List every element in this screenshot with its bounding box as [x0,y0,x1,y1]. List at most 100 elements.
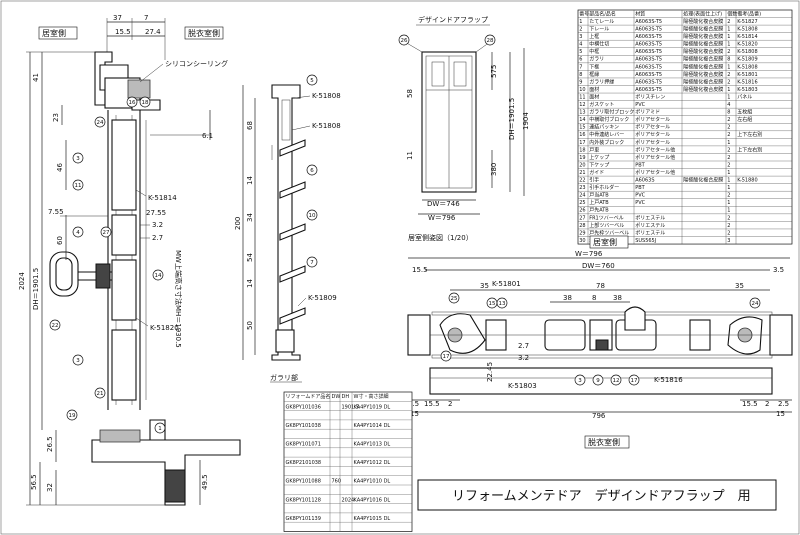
parts-header-col2: 材質 [635,10,645,17]
parts-row-15-col1: 連結パッキン [589,124,619,131]
code-row-3-col3: KA4PY1013 DL [354,442,391,448]
plan-2-7: 2.7 [518,342,529,350]
parts-row-8-col5: K-51801 [737,72,757,78]
code-row-5-col0: GK8PY101088 [286,479,321,485]
parts-row-8-col2: A6063S-T5 [635,72,662,78]
right-jamb [769,314,793,356]
dressing-label-box-right [584,435,630,449]
parts-row-20-col2: PBT [635,162,645,168]
parts-row-23-col4: 1 [727,185,730,191]
plan-k51803: K-51803 [508,382,537,390]
flap-380: 380 [490,163,498,176]
parts-row-10-col1: 面材 [589,86,599,93]
parts-row-3-col5: K-51814 [737,34,757,40]
parts-row-19-col0: 19 [579,155,585,161]
parts-row-6-col1: ガラリ [589,56,604,63]
parts-row-6-col0: 6 [579,57,582,63]
parts-row-18-col4: 2 [727,147,730,153]
dim-6-1: 6.1 [202,132,213,140]
dim-2-7: 2.7 [152,234,163,242]
parts-row-16-col4: 2 [727,132,730,138]
parts-row-15-col2: ポリアセタール [635,124,670,131]
parts-row-8-col1: 框縁 [589,71,599,78]
svg-text:3: 3 [76,358,80,364]
flap-dh: DH＝1901.5 [508,98,516,140]
code-row-6-col2: 2024 [342,497,355,503]
parts-row-4-col2: A6063S-T5 [635,42,662,48]
parts-row-10-col3: 陽極酸化複合皮膜 [683,86,723,93]
parts-row-9-col3: 陽極酸化複合皮膜 [683,78,723,85]
dim-41: 41 [32,73,40,82]
parts-row-5-col1: 中框 [589,48,599,55]
parts-row-21-col1: ガイド [589,169,604,176]
parts-row-3-col3: 陽極酸化複合皮膜 [683,33,723,40]
parts-row-6-col3: 陽極酸化複合皮膜 [683,56,723,63]
silicone-label: シリコンシーリング [165,59,228,68]
parts-row-28-col4: 2 [727,223,730,229]
k51814-label: K-51814 [148,194,177,202]
parts-row-17-col0: 17 [579,140,585,146]
parts-row-11-col2: ポリスチレン [635,93,665,100]
plan-2-5-b: 2.5 [778,400,789,408]
parts-row-21-col2: ポリアセタール他 [635,169,675,176]
code-row-2-col0: GK8PY101038 [286,423,321,429]
parts-row-2-col5: K-51808 [737,27,757,33]
svg-text:12: 12 [613,378,620,384]
svg-text:25: 25 [451,296,458,302]
code-row-1-col3: KA4PY1019 DL [354,404,391,410]
parts-row-9-col4: 2 [727,79,730,85]
parts-row-19-col4: 2 [727,155,730,161]
parts-row-8-col0: 8 [579,72,582,78]
code-row-3-col0: GK8PY101071 [286,442,321,448]
dressing-label-left: 脱衣室側 [188,28,220,38]
parts-row-25-col1: 上戸ATB [589,199,609,206]
k51808-a-label: K-51808 [312,92,341,100]
code-header-1: DW [332,394,341,400]
dim-27-4: 27.4 [145,28,161,36]
parts-row-10-col2: A6063S-T5 [635,87,662,93]
svg-text:21: 21 [97,391,104,397]
code-header-0: リフォームドア品名 [286,393,331,400]
parts-row-14-col2: ポリアセタール [635,116,670,123]
plan-8: 8 [592,294,596,302]
code-row-1-col2: 1901.5 [342,404,360,410]
parts-row-10-col5: K-51803 [737,87,757,93]
parts-row-19-col2: ポリアセタール他 [635,154,675,161]
parts-row-18-col0: 18 [579,147,585,153]
plan-15: 15 [410,410,419,418]
parts-row-27-col4: 2 [727,215,730,221]
parts-row-22-col0: 22 [579,178,585,184]
svg-text:10: 10 [309,213,316,219]
parts-row-28-col0: 28 [579,223,585,229]
parts-header-col3: 処理(表面仕上げ) [683,10,722,17]
parts-row-9-col2: A6063S-T5 [635,79,662,85]
title-text: リフォームメンテドア デザインドアフラップ 用 [452,488,751,504]
dim-60: 60 [56,236,64,245]
svg-text:14: 14 [155,273,162,279]
parts-row-2-col3: 陽極酸化複合皮膜 [683,26,723,33]
glass-section-title: ガラリ部 [270,373,298,382]
svg-text:28: 28 [487,38,494,44]
svg-text:19: 19 [69,413,76,419]
parts-row-22-col5: K-51880 [737,178,757,184]
parts-row-30-col0: 30 [579,238,585,244]
plan-3-2: 3.2 [518,354,529,362]
code-row-5-col3: KA4PY1010 DL [354,479,391,485]
dim-46: 46 [56,163,64,172]
code-row-4-col0: GK8P2101038 [286,460,322,466]
parts-row-21-col0: 21 [579,170,585,176]
parts-row-1-col5: K-51827 [737,19,757,25]
svg-text:13: 13 [499,301,506,307]
parts-header-col0: 番号 [579,10,589,17]
flap-11: 11 [406,151,414,160]
dim-54: 54 [246,253,254,262]
parts-row-6-col5: K-51809 [737,57,757,63]
living-label-box-right [589,235,629,249]
plan-796: 796 [592,412,606,420]
plan-2b: 2 [765,400,769,408]
mw-note: MW上端高さ寸法MH＝1930.5 [174,250,183,348]
parts-row-6-col4: 8 [727,57,730,63]
code-row-2-col3: KA4PY1014 DL [354,423,391,429]
parts-row-28-col1: 上部ツバーベル [589,222,624,229]
